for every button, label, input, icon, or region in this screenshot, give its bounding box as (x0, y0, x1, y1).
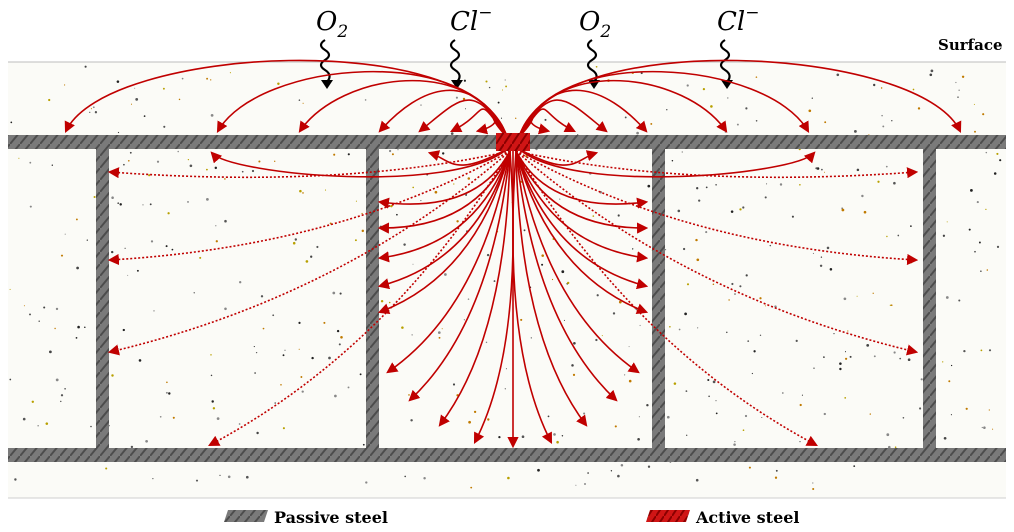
current-line-hook-right-1 (518, 148, 599, 166)
cl-ingress-arrow-left (449, 39, 463, 89)
species-label-cl-left: Cl− (450, 3, 492, 37)
current-line-fan-left-5 (377, 150, 511, 315)
stirrup-3 (652, 149, 665, 448)
current-line-fan-right-4 (515, 150, 649, 290)
legend-passive-swatch (224, 510, 268, 522)
current-line-fan-left-7 (408, 150, 511, 402)
legend-passive-label: Passive steel (274, 508, 388, 527)
bottom-rebar (8, 448, 1006, 462)
current-line-upper-left-7 (475, 115, 508, 138)
current-line-hook-left-1 (427, 148, 508, 166)
current-line-fan-right-1 (515, 150, 649, 209)
current-line-fan-left-12 (107, 150, 511, 356)
surface-label: Surface (938, 36, 1003, 54)
current-line-fan-left-4 (377, 150, 511, 290)
aggregate-specks (9, 65, 1002, 491)
current-line-hook-left-2 (210, 148, 508, 178)
o2-ingress-arrow-left (319, 39, 333, 89)
current-line-fan-left-6 (386, 150, 511, 374)
current-line-fan-right-5 (515, 150, 649, 315)
current-line-fan-left-8 (438, 150, 511, 427)
current-line-fan-right-2 (515, 150, 649, 234)
current-line-fan-left-2 (377, 150, 511, 234)
legend-active-label: Active steel (695, 508, 800, 527)
current-line-fan-right-10 (515, 150, 919, 179)
current-line-fan-left-1 (377, 150, 511, 209)
current-line-upper-left-6 (449, 108, 508, 138)
current-line-fan-right-7 (515, 150, 618, 402)
current-line-fan-left-11 (107, 150, 511, 266)
current-line-fan-right-12 (515, 150, 919, 356)
current-line-fan-left-13 (208, 150, 511, 447)
species-label-o2-right: O2 (579, 7, 611, 42)
current-flow-lines (64, 59, 962, 449)
current-line-fan-right-8 (515, 150, 588, 427)
active-steel-anode (496, 133, 530, 151)
current-line-fan-left-10 (107, 150, 511, 179)
species-label-o2-left: O2 (316, 7, 348, 42)
current-line-upper-right-7 (518, 115, 551, 138)
current-line-hook-right-2 (518, 148, 816, 178)
current-line-upper-right-6 (518, 108, 577, 138)
concrete-body (8, 62, 1006, 498)
stirrup-2 (366, 149, 379, 448)
stirrup-1 (96, 149, 109, 448)
species-label-cl-right: Cl− (717, 3, 759, 37)
legend-active-swatch (646, 510, 690, 522)
current-line-fan-right-11 (515, 150, 919, 266)
stirrup-4 (923, 149, 936, 448)
legend: Passive steel Active steel (224, 508, 800, 527)
current-line-fan-right-13 (515, 150, 818, 447)
current-line-fan-right-6 (515, 150, 640, 374)
